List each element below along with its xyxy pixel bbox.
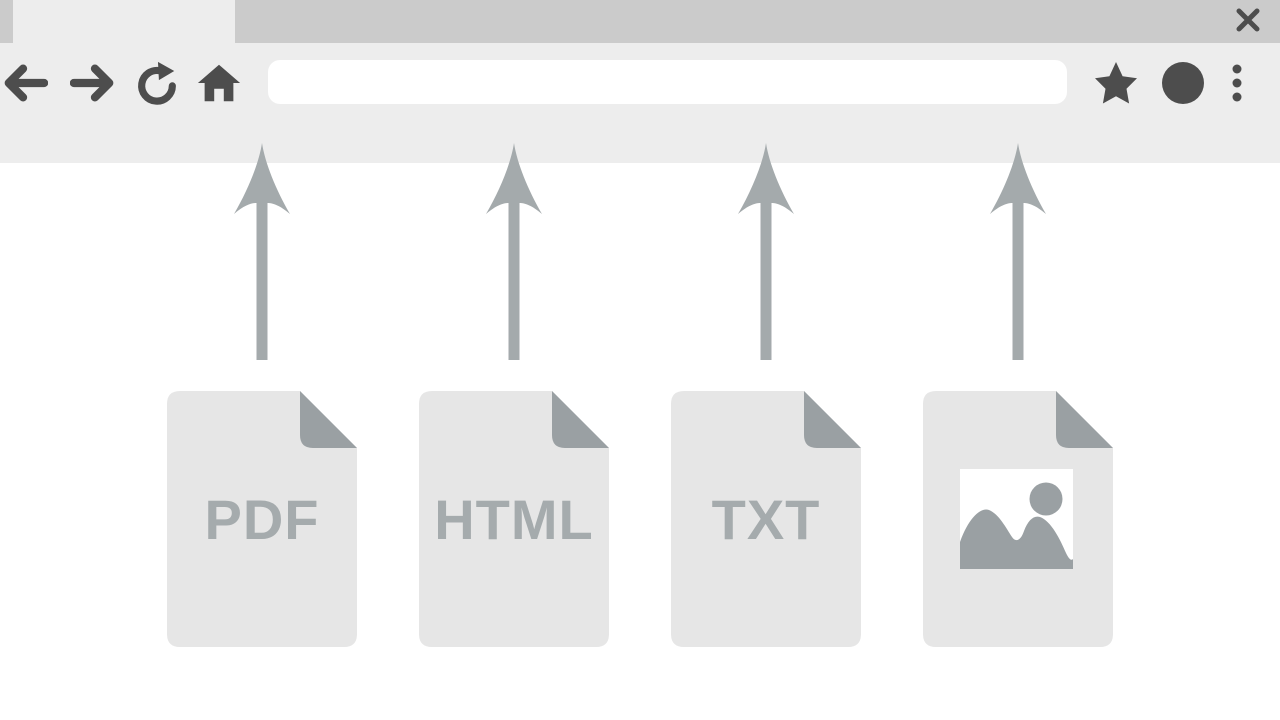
forward-button[interactable] <box>70 60 116 106</box>
back-icon <box>4 64 48 102</box>
menu-button[interactable] <box>1216 60 1256 106</box>
address-bar-input[interactable] <box>268 60 1067 104</box>
forward-icon <box>70 64 114 102</box>
file-icon-pdf: PDF <box>167 391 357 647</box>
document-shape <box>671 391 861 647</box>
folded-corner-icon <box>300 391 357 448</box>
home-button[interactable] <box>196 60 242 106</box>
up-arrow-icon <box>990 143 1046 360</box>
bookmark-button[interactable] <box>1093 60 1139 106</box>
profile-button[interactable] <box>1160 60 1206 106</box>
tab-bar <box>0 0 1280 43</box>
file-icon-html: HTML <box>419 391 609 647</box>
file-icon-txt: TXT <box>671 391 861 647</box>
file-type-label: PDF <box>204 487 320 551</box>
sun-icon <box>1029 482 1063 516</box>
active-tab[interactable] <box>13 0 235 43</box>
document-shape <box>167 391 357 647</box>
reload-button[interactable] <box>134 60 180 106</box>
reload-icon <box>138 61 176 105</box>
folded-corner-icon <box>1056 391 1113 448</box>
avatar-icon <box>1162 62 1204 104</box>
image-placeholder-icon <box>960 469 1073 569</box>
file-type-label: HTML <box>434 487 594 551</box>
file-icon-image <box>923 391 1113 647</box>
up-arrow-icon <box>234 143 290 360</box>
up-arrow-icon <box>486 143 542 360</box>
mountains-icon <box>960 509 1073 569</box>
file-type-label: TXT <box>711 487 821 551</box>
browser-toolbar <box>0 43 1280 163</box>
star-icon <box>1095 62 1137 104</box>
folded-corner-icon <box>804 391 861 448</box>
close-button[interactable] <box>1233 5 1263 35</box>
back-button[interactable] <box>2 60 48 106</box>
document-shape <box>419 391 609 647</box>
up-arrow-icon <box>738 143 794 360</box>
home-icon <box>197 64 241 102</box>
kebab-menu-icon <box>1232 64 1242 102</box>
folded-corner-icon <box>552 391 609 448</box>
close-icon <box>1236 8 1260 32</box>
